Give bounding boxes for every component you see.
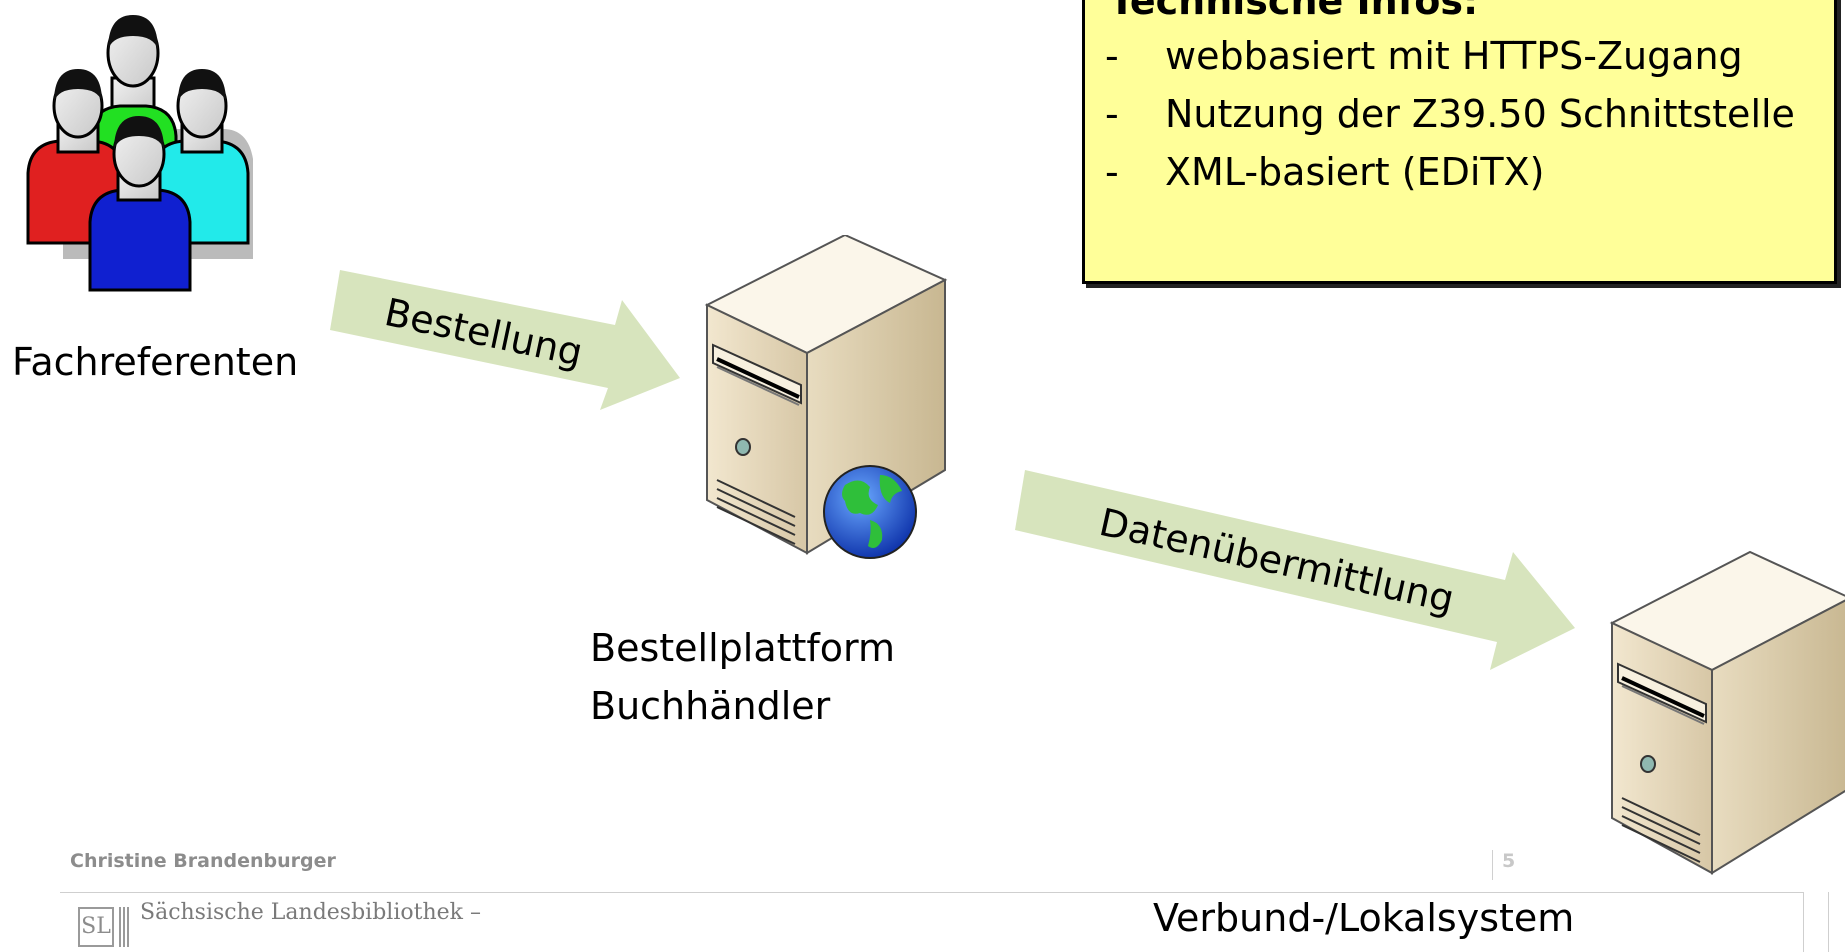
technical-info-box: Technische Infos: -webbasiert mit HTTPS-… (1082, 0, 1837, 284)
platform-label-line2: Buchhändler (590, 684, 831, 728)
local-system-label: Verbund-/Lokalsystem (1153, 896, 1575, 940)
list-item: -webbasiert mit HTTPS-Zugang (1105, 34, 1743, 78)
platform-label-line1: Bestellplattform (590, 626, 896, 670)
footer-divider (1492, 850, 1493, 880)
library-logo-bars (119, 907, 129, 947)
library-logo: SL (78, 907, 114, 947)
page-number: 5 (1502, 850, 1516, 872)
server-icon (1609, 550, 1845, 875)
footer-rule-vertical (1803, 892, 1804, 952)
footer-author: Christine Brandenburger (70, 850, 336, 872)
data-transfer-arrow (1015, 470, 1575, 670)
footer-rule-vertical (1828, 892, 1829, 952)
people-group-icon (26, 15, 253, 292)
web-server-icon (704, 235, 948, 559)
list-item: -XML-basiert (EDiTX) (1105, 150, 1545, 194)
order-arrow (330, 270, 680, 410)
info-box-list: -webbasiert mit HTTPS-Zugang -Nutzung de… (1105, 27, 1795, 201)
list-item: -Nutzung der Z39.50 Schnittstelle (1105, 92, 1795, 136)
institution-name: Sächsische Landesbibliothek – (140, 900, 481, 925)
footer-rule (60, 892, 1804, 893)
users-label: Fachreferenten (12, 340, 299, 384)
info-box-title: Technische Infos: (1109, 0, 1479, 23)
